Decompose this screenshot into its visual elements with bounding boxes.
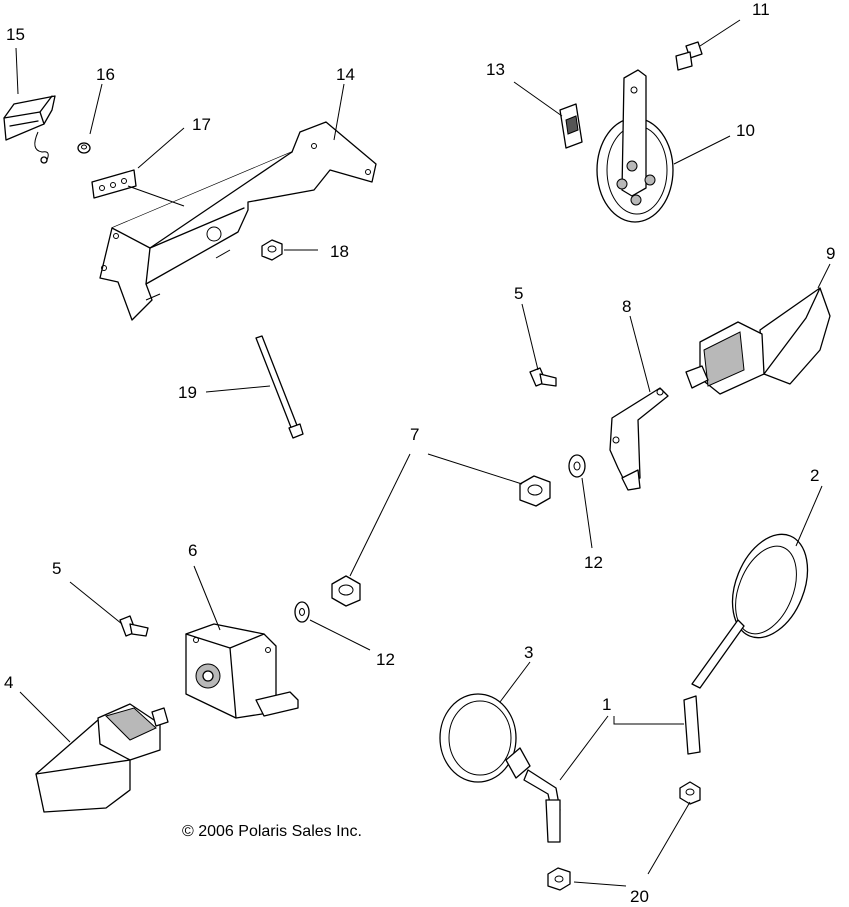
part-3-mirror <box>439 693 561 843</box>
part-15-connector <box>3 95 56 164</box>
callout-labels: 15 16 17 14 13 11 10 18 9 5 8 19 7 2 6 1… <box>4 0 835 906</box>
callout-10: 10 <box>736 121 755 140</box>
callout-5-lower: 5 <box>52 559 61 578</box>
part-19-bolt <box>255 335 304 439</box>
part-6-housing <box>185 623 299 719</box>
part-5-bolt-upper <box>529 367 557 387</box>
callout-9: 9 <box>826 244 835 263</box>
callout-8: 8 <box>622 297 631 316</box>
callout-12-upper: 12 <box>584 553 603 572</box>
callout-19: 19 <box>178 383 197 402</box>
callout-16: 16 <box>96 65 115 84</box>
part-10-horn <box>596 69 674 223</box>
part-20-nut-a <box>679 781 701 805</box>
callout-20: 20 <box>630 887 649 906</box>
part-9-turn-signal <box>685 287 831 395</box>
callout-18: 18 <box>330 242 349 261</box>
leader-lines <box>15 19 831 887</box>
part-7-nut-upper <box>519 475 551 507</box>
part-12-washer-upper <box>568 454 586 478</box>
callout-6: 6 <box>188 541 197 560</box>
part-8-bracket <box>609 387 669 491</box>
callout-2: 2 <box>810 466 819 485</box>
callout-15: 15 <box>6 25 25 44</box>
callout-4: 4 <box>4 673 13 692</box>
part-5-bolt-lower <box>119 615 149 637</box>
part-2-mirror <box>683 533 809 755</box>
part-20-nut-b <box>547 867 571 891</box>
callout-7: 7 <box>410 425 419 444</box>
callout-17: 17 <box>192 115 211 134</box>
part-4-turn-signal <box>35 703 169 813</box>
part-11-bolt <box>675 41 703 71</box>
callout-1: 1 <box>602 695 611 714</box>
part-17-plate <box>91 169 137 199</box>
part-12-washer-lower <box>294 601 310 623</box>
part-14-bracket <box>99 121 377 321</box>
callout-11: 11 <box>752 0 770 19</box>
part-16-nut <box>77 142 91 154</box>
callout-14: 14 <box>336 65 355 84</box>
part-18-nut <box>261 239 283 261</box>
part-13-clip <box>559 103 583 149</box>
part-7-nut-lower <box>331 575 361 607</box>
copyright-notice: © 2006 Polaris Sales Inc. <box>182 823 362 840</box>
callout-13: 13 <box>486 60 505 79</box>
callout-12-lower: 12 <box>376 650 395 669</box>
callout-3: 3 <box>524 643 533 662</box>
callout-5-upper: 5 <box>514 284 523 303</box>
